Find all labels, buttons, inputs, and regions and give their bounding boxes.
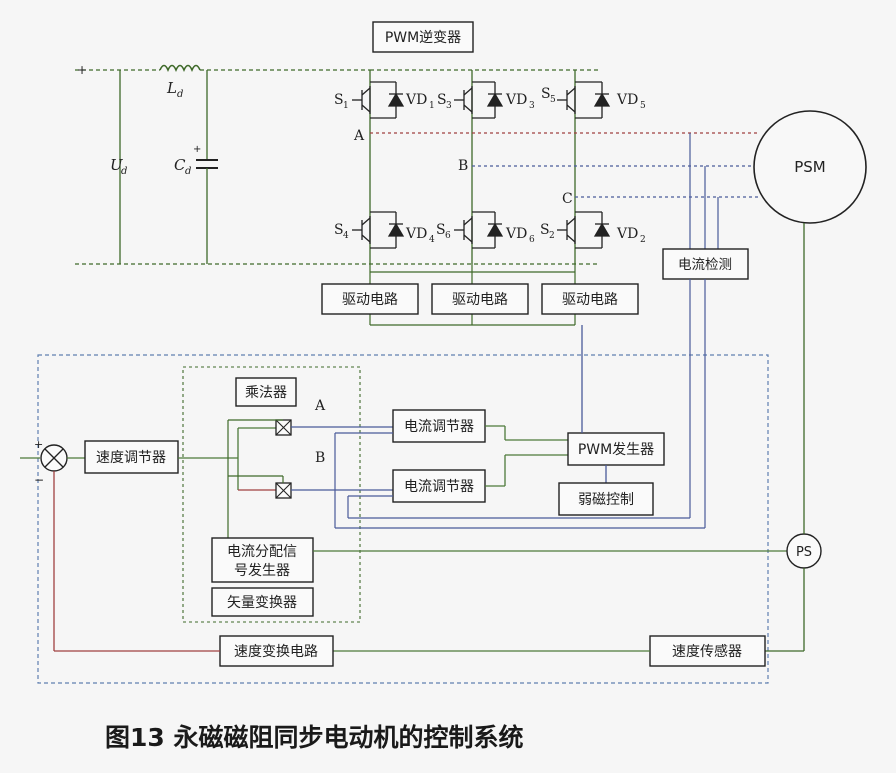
- drive-circuit-3-label: 驱动电路: [562, 292, 618, 308]
- phase-label-c: C: [562, 191, 573, 207]
- drive-bus: [369, 264, 576, 326]
- label-s6-sub: 6: [445, 231, 451, 241]
- drive-circuit-1-label: 驱动电路: [342, 292, 398, 308]
- switch-s6: [454, 211, 504, 249]
- summing-plus: +: [34, 438, 43, 451]
- multiplier-a-cross-2: [275, 419, 292, 436]
- label-vd1-sub: 1: [429, 101, 435, 111]
- current-alloc-label-2: 号发生器: [234, 563, 290, 579]
- capacitor-sub: d: [185, 166, 191, 177]
- label-s4: S: [334, 222, 344, 238]
- speed-regulator-box: [84, 440, 179, 474]
- label-vd6-sub: 6: [529, 235, 535, 245]
- vector-transformer-box: [211, 587, 314, 617]
- label-s3: S: [437, 92, 447, 108]
- speed-sensor-box: [649, 635, 766, 667]
- field-weakening-box: [558, 482, 654, 516]
- current-alloc-box: [211, 537, 314, 583]
- voltage-label: U: [110, 156, 124, 174]
- label-s4-sub: 4: [343, 231, 349, 241]
- label-s1: S: [334, 92, 344, 108]
- speed-convert-label: 速度变换电路: [234, 643, 318, 660]
- current-detect-box: [662, 248, 749, 280]
- label-s1-sub: 1: [343, 101, 349, 111]
- summing-cross-2: [44, 448, 64, 468]
- motor-label: PSM: [794, 158, 826, 176]
- label-s5-sub: 5: [550, 95, 556, 105]
- current-regulator-a: [392, 409, 486, 443]
- multiplier-b-cross-2: [275, 482, 292, 499]
- vector-transformer-label: 矢量变换器: [227, 594, 297, 611]
- inductor-ld: [159, 64, 201, 72]
- controller-dashed-frame: [37, 354, 769, 684]
- label-vd2-sub: 2: [640, 235, 646, 245]
- switch-s4: [352, 211, 405, 249]
- phase-label-b: B: [458, 158, 468, 174]
- pwm-generator-label: PWM发生器: [578, 442, 654, 458]
- figure-caption: 图13 永磁磁阻同步电动机的控制系统: [105, 723, 524, 752]
- motor-psm: [753, 110, 867, 224]
- drive-circuit-3: [541, 283, 639, 315]
- pwm-generator-box: [567, 432, 665, 466]
- label-vd1: VD: [405, 92, 427, 108]
- signal-label-a: A: [314, 398, 326, 414]
- label-s2-sub: 2: [549, 231, 555, 241]
- current-regulator-b: [392, 469, 486, 503]
- drive-circuit-1: [321, 283, 419, 315]
- phase-label-a: A: [353, 128, 365, 144]
- capacitor-plus: +: [193, 144, 201, 155]
- current-alloc-label-1: 电流分配信: [227, 544, 297, 560]
- switch-s1: [352, 81, 405, 119]
- label-s5: S: [541, 86, 551, 102]
- label-vd4-sub: 4: [429, 235, 435, 245]
- label-vd4: VD: [405, 226, 427, 242]
- label-s2: S: [540, 222, 550, 238]
- inductor-sub: d: [177, 89, 183, 100]
- field-weakening-label: 弱磁控制: [578, 492, 634, 508]
- speed-regulator-label: 速度调节器: [96, 450, 166, 466]
- pwm-inverter-title: PWM逆变器: [385, 30, 461, 46]
- label-s3-sub: 3: [446, 101, 452, 111]
- multiplier-label: 乘法器: [245, 385, 287, 401]
- current-regulator-b-label: 电流调节器: [404, 479, 474, 495]
- current-regulator-a-label: 电流调节器: [404, 419, 474, 435]
- label-vd3-sub: 3: [529, 101, 535, 111]
- label-s6: S: [436, 222, 446, 238]
- label-vd5: VD: [616, 92, 638, 108]
- switch-s3: [454, 81, 504, 119]
- label-vd5-sub: 5: [640, 101, 646, 111]
- capacitor-label: C: [174, 156, 186, 174]
- drive-circuit-2: [431, 283, 529, 315]
- label-vd6: VD: [505, 226, 527, 242]
- label-vd2: VD: [616, 226, 638, 242]
- current-detect-label: 电流检测: [678, 257, 732, 273]
- dc-plus-sign: +: [77, 63, 87, 77]
- summing-minus: −: [34, 473, 44, 487]
- multiplier-label-box: [235, 377, 297, 407]
- position-sensor-label: PS: [796, 545, 812, 560]
- voltage-sub: d: [121, 166, 127, 177]
- drive-circuit-2-label: 驱动电路: [452, 292, 508, 308]
- switch-s2: [557, 211, 611, 249]
- speed-sensor-label: 速度传感器: [672, 643, 742, 660]
- switch-s5: [557, 81, 611, 119]
- signal-label-b: B: [315, 450, 325, 466]
- pwm-inverter-title-box: [372, 21, 474, 53]
- label-vd3: VD: [505, 92, 527, 108]
- inductor-label: L: [166, 79, 177, 97]
